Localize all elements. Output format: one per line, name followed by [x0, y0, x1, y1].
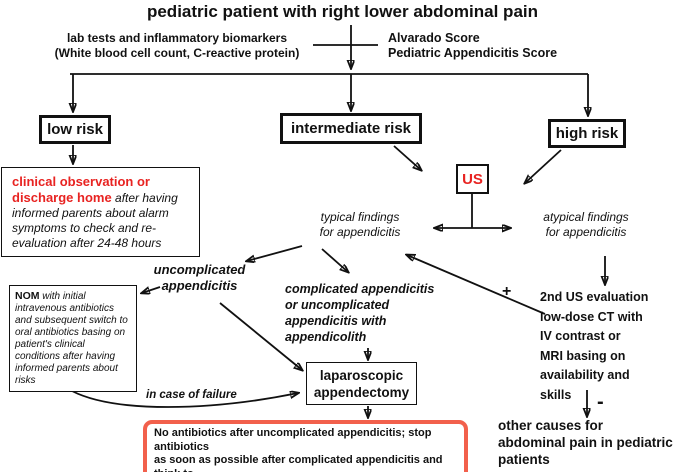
- arrow-high-to-us: [525, 149, 562, 183]
- node-intermediate-risk: intermediate risk: [280, 113, 422, 144]
- high-risk-label: high risk: [555, 125, 619, 142]
- page-title: pediatric patient with right lower abdom…: [146, 2, 539, 21]
- node-laparoscopic-appendectomy: laparoscopic appendectomy: [306, 362, 417, 405]
- arrow-intermediate-to-us: [393, 145, 421, 170]
- scores-label: Alvarado Score Pediatric Appendicitis Sc…: [388, 31, 558, 60]
- low-risk-label: low risk: [47, 121, 103, 138]
- minus-sign: -: [597, 391, 604, 413]
- clinical-observation-note: after having informed parents about alar…: [12, 191, 178, 250]
- lab-tests-label: lab tests and inflammatory biomarkers (W…: [54, 31, 300, 60]
- node-high-risk: high risk: [548, 119, 626, 148]
- failure-label: in case of failure: [146, 389, 237, 401]
- arrow-typical-to-complicated: [321, 248, 348, 272]
- node-low-risk: low risk: [39, 115, 111, 144]
- typical-findings-label: typical findings for appendicitis: [319, 210, 401, 239]
- clinical-observation-highlight: clinical observation or discharge home: [12, 174, 150, 205]
- complicated-appendicitis-label: complicated appendicitis or uncomplicate…: [285, 282, 435, 344]
- nom-highlight: NOM: [15, 290, 40, 302]
- node-ultrasound: US: [456, 164, 489, 194]
- ultrasound-label: US: [462, 170, 483, 188]
- second-evaluation-label: 2nd US evaluation low-dose CT with IV co…: [540, 290, 649, 402]
- uncomplicated-appendicitis-label: uncomplicated appendicitis: [153, 262, 246, 293]
- plus-sign: +: [502, 283, 512, 300]
- node-antibiotics-note: No antibiotics after uncomplicated appen…: [143, 420, 468, 472]
- other-causes-label: other causes for abdominal pain in pedia…: [498, 418, 673, 467]
- arrow-typical-to-uncomplicated: [247, 245, 303, 261]
- laparoscopic-label: laparoscopic appendectomy: [313, 367, 410, 400]
- nom-note: with initial intravenous antibiotics and…: [15, 291, 128, 386]
- node-clinical-observation: clinical observation or discharge home a…: [1, 167, 200, 257]
- node-nom: NOM with initial intravenous antibiotics…: [9, 285, 137, 392]
- intermediate-risk-label: intermediate risk: [290, 120, 412, 137]
- atypical-findings-label: atypical findings for appendicitis: [543, 210, 629, 239]
